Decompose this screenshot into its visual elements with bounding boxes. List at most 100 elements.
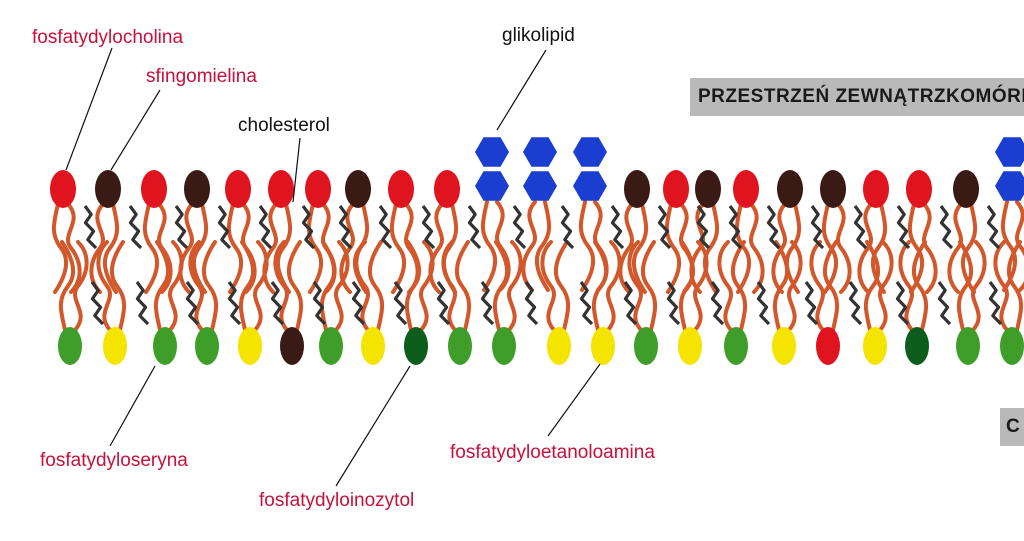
lipid-tail [922, 202, 938, 294]
cholesterol-molecule [217, 205, 232, 250]
cholesterol-molecule [896, 205, 911, 250]
lipid-tail [521, 200, 537, 292]
lipid-tail [1015, 200, 1024, 292]
cholesterol-molecule [810, 205, 825, 250]
lipid-tail [898, 240, 914, 332]
lipid-tail [836, 202, 852, 294]
cholesterol-molecule [560, 205, 575, 250]
lipid-tail [306, 202, 324, 294]
lipid-tail [102, 202, 120, 294]
lipid-tail [971, 240, 987, 332]
lipid-tail [253, 240, 269, 332]
lipid-tail [664, 202, 682, 294]
phosphatidylethanolamine-head [678, 327, 702, 365]
lipid-tail [678, 240, 696, 332]
glycolipid-sugar [523, 171, 557, 201]
cholesterol-molecule [766, 205, 781, 250]
cholesterol-molecule [623, 281, 638, 326]
lipid-tail [784, 202, 802, 294]
lipid-tail [993, 240, 1009, 332]
cholesterol-molecule [610, 205, 625, 250]
leader-sphingomyelin [110, 89, 161, 171]
phosphatidylethanolamine-head [361, 327, 385, 365]
cholesterol-molecule [848, 281, 863, 326]
lipid-tail [749, 202, 765, 294]
phosphatidylethanolamine-head [547, 327, 571, 365]
cholesterol-molecule [227, 281, 242, 326]
leader-phosphatidylserine [109, 365, 156, 447]
cholesterol-molecule [185, 281, 200, 326]
lipid-tail [226, 202, 244, 294]
phosphatidylethanolamine-head [103, 327, 127, 365]
cholesterol-molecule [421, 205, 436, 250]
lipid-tail [178, 202, 194, 294]
extracellular-space-label: PRZESTRZEŃ ZEWNĄTRZKOMÓRKOWA [698, 86, 1024, 107]
cholesterol-molecule [351, 281, 366, 326]
sphingomyelin-head [953, 170, 979, 208]
cholesterol-molecule [939, 205, 954, 250]
lipid-heads-layer [50, 137, 1024, 365]
phosphatidylcholine-head [268, 170, 294, 208]
cholesterol-molecule [710, 281, 725, 326]
cholesterol-molecule [986, 205, 1001, 250]
lipid-tail [441, 240, 457, 332]
phosphatidylserine-head [956, 327, 980, 365]
phosphatidylcholine-head [733, 170, 759, 208]
phosphatidylcholine-head [305, 170, 331, 208]
phosphatidylcholine-head [50, 170, 76, 208]
cholesterol-molecule [579, 281, 594, 326]
cholesterol-molecule [90, 281, 105, 326]
phosphatidylserine-head [58, 327, 82, 365]
cholesterol-molecule [756, 281, 771, 326]
phosphatidylserine-head [492, 327, 516, 365]
lipid-tail [730, 240, 748, 332]
cholesterol-molecule [467, 205, 482, 250]
lipid-tail [367, 240, 385, 332]
phosphatidylcholine-head [663, 170, 689, 208]
lipid-tail [702, 202, 720, 294]
lipid-tail [693, 240, 709, 332]
label-leader-lines [65, 47, 601, 487]
lipid-tail [96, 240, 112, 332]
phosphatidylcholine-head [863, 170, 889, 208]
cytoplasm-banner-cut: C [1000, 408, 1024, 446]
phosphatidylinositol-head [905, 327, 929, 365]
lipid-tails-layer [51, 200, 1024, 332]
phosphatidylcholine-head [141, 170, 167, 208]
leader-phosphatidylethanolamine [547, 363, 601, 437]
leader-glycolipid [496, 49, 547, 131]
glycolipid-sugar [573, 137, 607, 167]
phosphatidylserine-head [448, 327, 472, 365]
phosphatidylserine-head [724, 327, 748, 365]
lipid-tail [772, 240, 790, 332]
sphingomyelin-head [95, 170, 121, 208]
cholesterol-molecule [436, 281, 451, 326]
phosphatidylserine-head [195, 327, 219, 365]
lipid-tail [534, 200, 552, 292]
cholesterol-molecule [804, 281, 819, 326]
leader-phosphatidylinositol [335, 365, 411, 487]
label-phosphatidylinositol: fosfatydyloinozytol [259, 490, 415, 511]
lipid-tail [606, 240, 622, 332]
cholesterol-molecule [128, 205, 143, 250]
lipid-tail [454, 240, 472, 332]
cholesterol-molecule [378, 205, 393, 250]
phosphatidylcholine-head [816, 327, 840, 365]
sphingomyelin-head [345, 170, 371, 208]
label-glycolipid: glikolipid [502, 25, 575, 46]
lipid-tail [404, 240, 422, 332]
lipid-tail [809, 240, 825, 332]
phosphatidylcholine-head [434, 170, 460, 208]
lipid-tail [1006, 240, 1024, 332]
lipid-tail [286, 240, 304, 332]
lipid-tail [273, 240, 289, 332]
phosphatidylethanolamine-head [863, 327, 887, 365]
lipid-tail [492, 240, 510, 332]
lipid-tail [640, 240, 658, 332]
lipid-tail [553, 240, 571, 332]
cholesterol-molecule [393, 281, 408, 326]
lipid-tail [262, 202, 278, 294]
lipid-tail [956, 240, 974, 332]
lipid-tail [319, 240, 337, 332]
